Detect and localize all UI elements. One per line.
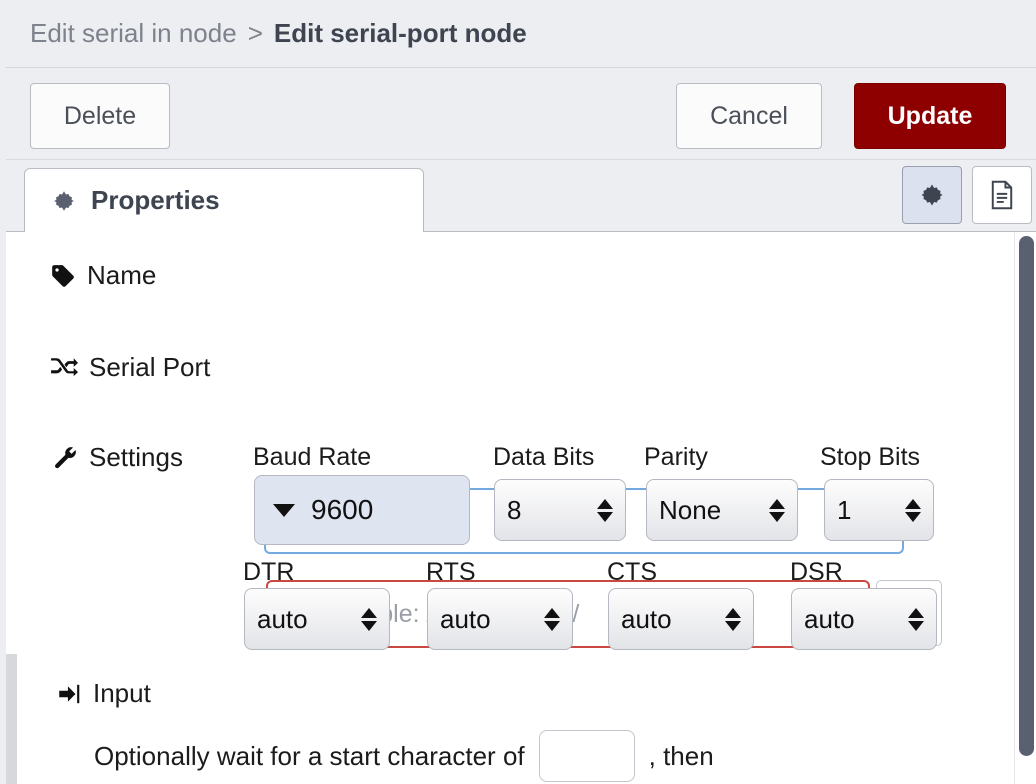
dsr-select[interactable]: auto	[791, 588, 937, 650]
stop-bits-label: Stop Bits	[820, 443, 921, 471]
data-bits-select[interactable]: 8	[494, 479, 626, 541]
content-scrollbar-track[interactable]	[1014, 232, 1036, 784]
dtr-label: DTR	[243, 558, 295, 586]
name-label-text: Name	[87, 260, 157, 290]
tab-strip: Properties	[6, 160, 1036, 232]
gear-icon	[918, 181, 946, 209]
rts-value: auto	[440, 603, 491, 634]
spinner-icon	[544, 607, 560, 631]
tab-properties[interactable]: Properties	[24, 168, 424, 232]
rts-select[interactable]: auto	[427, 588, 573, 650]
name-row: Name	[50, 260, 156, 291]
baud-rate-value: 9600	[311, 494, 374, 525]
spinner-icon	[597, 498, 613, 522]
tab-properties-label: Properties	[91, 185, 220, 215]
data-bits-label: Data Bits	[493, 443, 595, 471]
properties-panel-button[interactable]	[902, 166, 962, 224]
spinner-icon	[769, 498, 785, 522]
breadcrumb: Edit serial in node > Edit serial-port n…	[6, 0, 1036, 68]
start-character-text-after: , then	[648, 740, 714, 771]
dtr-select[interactable]: auto	[244, 588, 390, 650]
gear-icon	[51, 188, 77, 214]
shuffle-icon	[50, 356, 78, 380]
stop-bits-value: 1	[837, 494, 852, 525]
input-section-label: Input	[56, 678, 151, 709]
cts-label: CTS	[607, 558, 657, 586]
sign-in-icon	[56, 683, 82, 705]
properties-content: Name Serial Port	[6, 232, 1036, 784]
input-section-header: Input	[56, 678, 151, 709]
data-bits-value: 8	[507, 494, 522, 525]
cancel-button[interactable]: Cancel	[676, 83, 822, 149]
update-button[interactable]: Update	[854, 83, 1006, 149]
serial-port-row: Serial Port	[50, 352, 210, 383]
parity-label: Parity	[644, 443, 708, 471]
chevron-down-icon	[273, 503, 295, 517]
description-icon	[988, 180, 1016, 210]
spinner-icon	[725, 607, 741, 631]
dtr-value: auto	[257, 603, 308, 634]
start-character-text-before: Optionally wait for a start character of	[94, 740, 525, 771]
spinner-icon	[361, 607, 377, 631]
parity-value: None	[659, 494, 722, 525]
breadcrumb-parent[interactable]: Edit serial in node	[30, 18, 237, 48]
description-panel-button[interactable]	[972, 166, 1032, 224]
content-scrollbar-thumb[interactable]	[1019, 236, 1034, 756]
serial-port-label-text: Serial Port	[89, 352, 211, 382]
dsr-label: DSR	[790, 558, 843, 586]
tag-icon	[50, 263, 76, 289]
baud-rate-select[interactable]: 9600	[254, 475, 470, 545]
dialog-button-bar: Delete Cancel Update	[6, 68, 1036, 160]
stop-bits-select[interactable]: 1	[824, 479, 934, 541]
settings-label: Settings	[52, 442, 183, 473]
wrench-icon	[52, 445, 78, 471]
delete-button[interactable]: Delete	[30, 83, 170, 149]
spinner-icon	[905, 498, 921, 522]
cts-select[interactable]: auto	[608, 588, 754, 650]
start-character-sentence: Optionally wait for a start character of…	[94, 730, 714, 782]
name-label: Name	[50, 260, 156, 291]
left-scrollbar[interactable]	[6, 654, 17, 784]
input-section-label-text: Input	[93, 678, 151, 708]
baud-rate-label: Baud Rate	[253, 443, 372, 471]
breadcrumb-separator: >	[247, 18, 263, 48]
serial-port-label: Serial Port	[50, 352, 210, 383]
parity-select[interactable]: None	[646, 479, 798, 541]
spinner-icon	[908, 607, 924, 631]
dsr-value: auto	[804, 603, 855, 634]
start-character-input[interactable]	[538, 730, 635, 782]
rts-label: RTS	[426, 558, 476, 586]
settings-row: Settings	[52, 442, 183, 473]
settings-label-text: Settings	[89, 442, 183, 472]
cts-value: auto	[621, 603, 672, 634]
breadcrumb-current: Edit serial-port node	[273, 18, 527, 48]
